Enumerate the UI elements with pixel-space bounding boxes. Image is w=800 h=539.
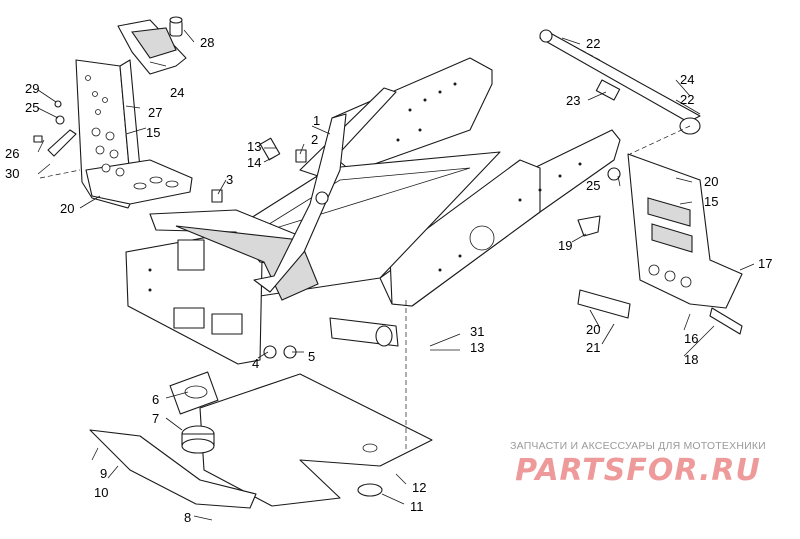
callout-labels: 28 24 27 15 29 25 26 30 20 1 2 13 14 3 4…: [5, 35, 772, 525]
callout-25-right: 25: [586, 178, 600, 193]
callout-13-top: 13: [247, 139, 261, 154]
belly-pan: [89, 371, 433, 509]
callout-5: 5: [308, 349, 315, 364]
callout-2: 2: [311, 132, 318, 147]
callout-7: 7: [152, 411, 159, 426]
callout-11: 11: [410, 499, 424, 514]
callout-26: 26: [5, 146, 19, 161]
steering-post: [539, 29, 701, 135]
right-bracket-assembly: [577, 153, 743, 335]
callout-17: 17: [758, 256, 772, 271]
callout-22-right: 22: [680, 92, 694, 107]
callout-15-right: 15: [704, 194, 718, 209]
callout-20-right: 20: [704, 174, 718, 189]
callout-9: 9: [100, 466, 107, 481]
callout-23: 23: [566, 93, 580, 108]
callout-14: 14: [247, 155, 261, 170]
callout-20-bottom: 20: [586, 322, 600, 337]
callout-20-left: 20: [60, 201, 74, 216]
callout-3: 3: [226, 172, 233, 187]
callout-6: 6: [152, 392, 159, 407]
callout-25-left: 25: [25, 100, 39, 115]
callout-28: 28: [200, 35, 214, 50]
watermark: ЗАПЧАСТИ И АКСЕССУАРЫ ДЛЯ МОТОТЕХНИКИ PA…: [488, 440, 788, 488]
callout-13-bottom: 13: [470, 340, 484, 355]
callout-24-right: 24: [680, 72, 694, 87]
callout-1: 1: [313, 113, 320, 128]
callout-27: 27: [148, 105, 162, 120]
callout-29: 29: [25, 81, 39, 96]
callout-8: 8: [184, 510, 191, 525]
watermark-tagline: ЗАПЧАСТИ И АКСЕССУАРЫ ДЛЯ МОТОТЕХНИКИ: [510, 440, 766, 452]
watermark-brand-logo: PARTSFOR.RU: [515, 453, 761, 488]
callout-15-left: 15: [146, 125, 160, 140]
main-chassis: [125, 57, 621, 365]
callout-leaders: [37, 29, 755, 521]
callout-4: 4: [252, 356, 259, 371]
callout-31: 31: [470, 324, 484, 339]
callout-16: 16: [684, 331, 698, 346]
left-bracket-assembly: [47, 59, 193, 209]
callout-10: 10: [94, 485, 108, 500]
callout-18: 18: [684, 352, 698, 367]
callout-12: 12: [412, 480, 426, 495]
callout-19: 19: [558, 238, 572, 253]
callout-30: 30: [5, 166, 19, 181]
callout-24-left: 24: [170, 85, 184, 100]
callout-21: 21: [586, 340, 600, 355]
upper-cover: [117, 16, 187, 75]
callout-22-top: 22: [586, 36, 600, 51]
